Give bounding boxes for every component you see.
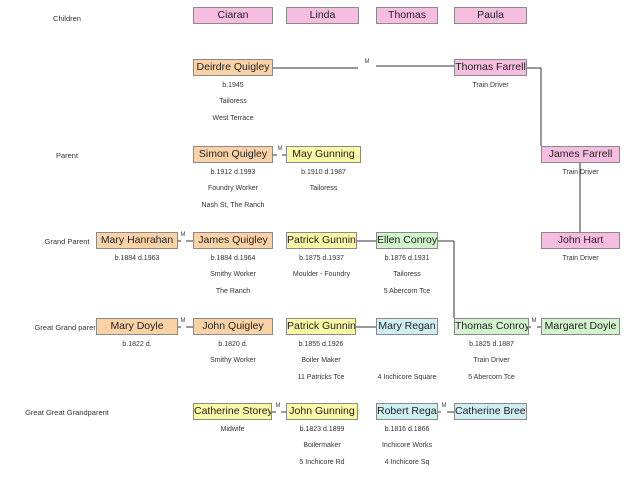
person-detail: b.1876 d.1931 [384, 255, 430, 262]
person-detail: Train Driver [562, 169, 599, 176]
person-detail: b.1910 d.1987 [301, 169, 346, 176]
person-detail: b.1884 d.1963 [114, 255, 160, 262]
row-label-great-great-grandparent: Great Great Grandparent [25, 408, 109, 417]
person-detail: Nash St, The Ranch [201, 202, 265, 209]
person-box: Mary Regan [376, 318, 438, 335]
person-box: James Farrell [541, 146, 620, 163]
person-box: Patrick Gunning [286, 318, 356, 335]
person-box: Deirdre Quigley [193, 59, 273, 76]
marriage-marker: M [364, 59, 370, 65]
person-box: John Gunning [286, 403, 358, 420]
person-box: John Quigley [193, 318, 273, 335]
person-detail: Boiler Maker [301, 357, 341, 364]
person-detail: Tailoress [309, 185, 338, 192]
person-box: Simon Quigley [193, 146, 273, 163]
person-box: Robert Regan [376, 403, 438, 420]
row-label-parent: Parent [55, 151, 79, 160]
person-detail: Boilermaker [303, 442, 341, 449]
row-label-grand-parent: Grand Parent [44, 237, 90, 246]
marriage-marker: M [275, 403, 281, 409]
person-detail: Train Driver [472, 82, 509, 89]
person-detail: b.1822 d. [122, 341, 152, 348]
person-detail: b.1855 d.1926 [298, 341, 344, 348]
person-detail: Smithy Worker [210, 271, 256, 278]
person-detail: The Ranch [215, 288, 251, 295]
marriage-marker: M [531, 318, 537, 324]
person-detail: b.1825 d.1887 [469, 341, 514, 348]
marriage-marker: M [180, 318, 186, 324]
person-detail: b.1816 d.1866 [384, 426, 430, 433]
person-box: Catherine Storey [193, 403, 272, 420]
person-detail: b.1945 [222, 82, 244, 89]
row-label-great-grand-parent: Great Grand parent [34, 323, 100, 332]
person-detail: 4 Inchicore Square [377, 374, 437, 381]
person-detail: 11 Patricks Tce [297, 374, 345, 381]
person-detail: Train Driver [562, 255, 599, 262]
person-detail: Train Driver [473, 357, 510, 364]
person-detail: b.1884 d.1964 [210, 255, 256, 262]
person-detail: Moulder - Foundry [292, 271, 351, 278]
person-detail: b.1820 d. [218, 341, 248, 348]
person-box: Mary Doyle [96, 318, 178, 335]
person-detail: Foundry Worker [207, 185, 259, 192]
person-detail: 4 Inchicore Sq [384, 459, 430, 466]
person-box: Thomas Farrell [454, 59, 527, 76]
person-detail: Midwife [220, 426, 245, 433]
person-box: Catherine Breen [454, 403, 527, 420]
person-detail: Inchicore Works [381, 442, 433, 449]
person-box: Ellen Conroy [376, 232, 438, 249]
person-box: May Gunning [286, 146, 361, 163]
person-detail: b.1823 d.1899 [299, 426, 345, 433]
person-detail: b.1875 d.1937 [299, 255, 344, 262]
person-detail: West Terrace [212, 115, 254, 122]
row-label-children: Children [53, 14, 81, 23]
marriage-marker: M [441, 403, 447, 409]
person-detail: b.1912 d.1993 [210, 169, 256, 176]
person-box: John Hart [541, 232, 620, 249]
marriage-marker: M [180, 232, 186, 238]
person-detail: Tailoress [219, 98, 247, 105]
person-box: Paula [454, 7, 527, 24]
person-box: Ciaran [193, 7, 273, 24]
person-box: James Quigley [193, 232, 273, 249]
person-detail: 5 Abercorn Tce [468, 374, 515, 381]
marriage-marker: M [277, 146, 283, 152]
person-box: Thomas [376, 7, 438, 24]
person-box: Patrick Gunning [286, 232, 357, 249]
person-box: Mary Hanrahan [96, 232, 178, 249]
person-detail: Tailoress [393, 271, 421, 278]
person-box: Thomas Conroy [454, 318, 529, 335]
person-box: Margaret Doyle [541, 318, 620, 335]
person-detail: 5 Inchicore Rd [299, 459, 345, 466]
person-detail: Smithy Worker [210, 357, 256, 364]
person-box: Linda [286, 7, 359, 24]
person-detail: 5 Abercorn Tce [383, 288, 431, 295]
